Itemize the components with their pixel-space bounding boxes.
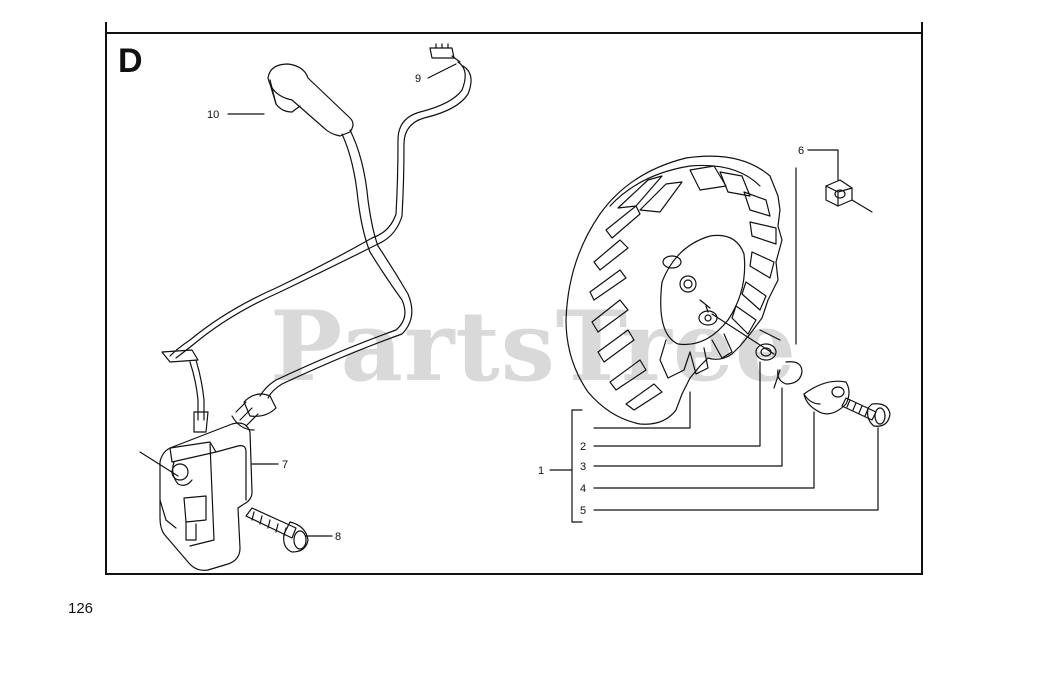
leader-line-module (139, 451, 179, 477)
section-letter: D (118, 42, 143, 80)
leader-3 (593, 387, 783, 467)
axis-line (711, 313, 775, 355)
leader-9 (427, 63, 457, 79)
callout-2: 2 (580, 441, 586, 453)
screw-8[interactable] (245, 507, 309, 553)
callout-8: 8 (335, 531, 341, 543)
ignition-lead (259, 129, 413, 399)
spark-plug-boot[interactable] (267, 63, 354, 137)
page-number: 126 (68, 600, 94, 617)
ground-wire (161, 61, 472, 433)
lead-grommet[interactable] (231, 393, 277, 431)
callout-1: 1 (538, 465, 544, 477)
pawl-4[interactable] (803, 380, 850, 415)
leader-flywheel (593, 391, 691, 429)
callout-5: 5 (580, 505, 586, 517)
screw-5[interactable] (841, 397, 891, 427)
axis-line-2 (759, 329, 781, 341)
callout-9: 9 (415, 73, 421, 85)
leader-6 (807, 149, 839, 181)
frame-tick-right (921, 22, 923, 34)
ignition-module[interactable] (159, 422, 253, 571)
callout-4: 4 (580, 483, 586, 495)
flywheel[interactable] (565, 155, 783, 425)
frame-tick-left (105, 22, 107, 34)
callout-10: 10 (207, 109, 219, 121)
leader-5 (593, 427, 879, 511)
connector-9[interactable] (429, 43, 461, 63)
nut-6[interactable] (825, 179, 873, 213)
callout-7: 7 (282, 459, 288, 471)
spring-clip-3[interactable] (773, 361, 803, 389)
watermark: PartsTree (270, 290, 797, 403)
diagram-frame (105, 32, 923, 575)
washer-2[interactable] (755, 343, 777, 361)
leader-2 (593, 361, 761, 447)
callout-6: 6 (798, 145, 804, 157)
callout-3: 3 (580, 461, 586, 473)
leader-4 (593, 411, 815, 489)
